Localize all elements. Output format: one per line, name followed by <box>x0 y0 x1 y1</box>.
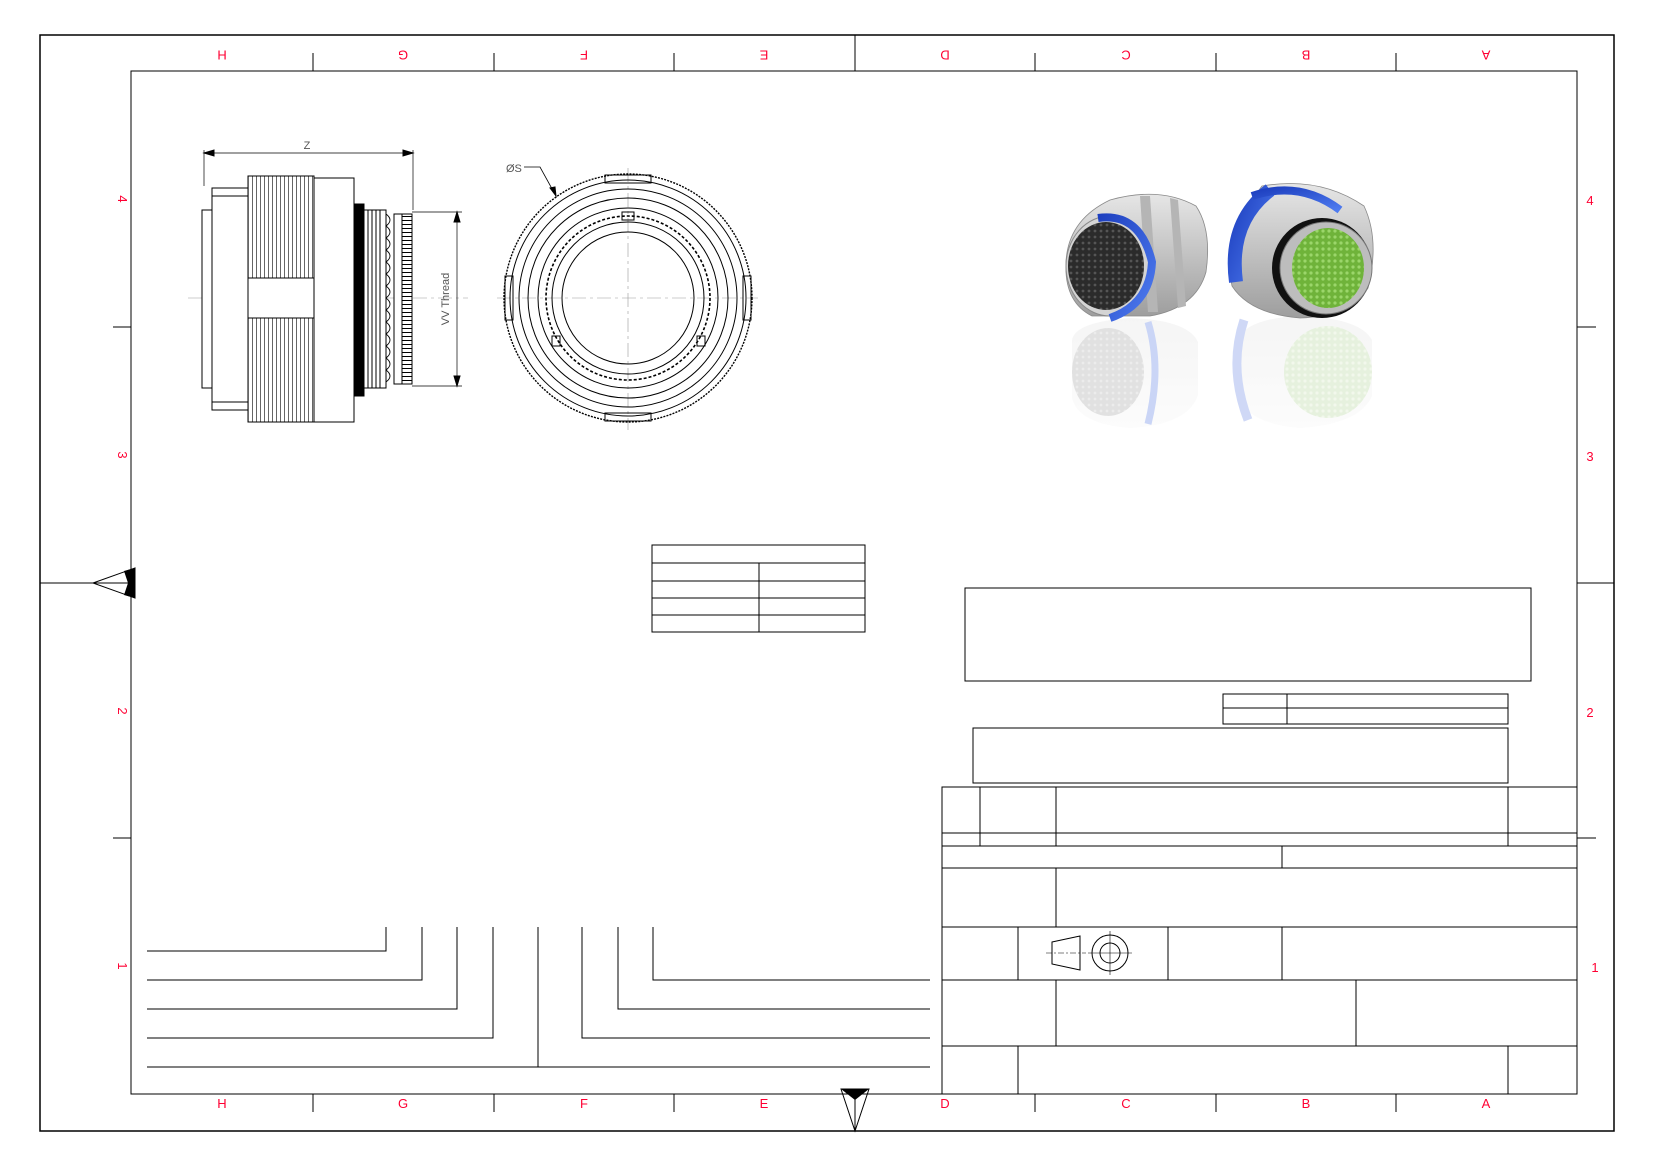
dimension-vv-thread: VV Thread <box>412 210 462 388</box>
zone-row-right-2: 2 <box>1586 705 1593 720</box>
connector-side-view: Z VV Thread <box>188 140 468 423</box>
zone-col-top-h: H <box>217 48 226 63</box>
notes-box <box>964 587 1532 682</box>
zone-row-right-1: 1 <box>1591 960 1598 975</box>
title-block <box>941 786 1578 1095</box>
dimension-diameter-s: ØS <box>506 163 557 198</box>
zone-col-bottom-f: F <box>580 1096 588 1111</box>
zone-row-left-4: 4 <box>115 195 130 202</box>
zone-row-left-2: 2 <box>115 707 130 714</box>
zone-col-top-b: B <box>1302 48 1311 63</box>
zone-col-top-c: C <box>1121 48 1130 63</box>
notes-area <box>964 587 1532 784</box>
zone-row-right-4: 4 <box>1586 193 1593 208</box>
zone-col-top-d: D <box>940 48 949 63</box>
third-angle-projection-icon <box>1046 931 1132 975</box>
zone-col-bottom-c: C <box>1121 1096 1130 1111</box>
connector-plug-reflection <box>1072 318 1198 428</box>
dimension-diameter-s-label: ØS <box>506 163 522 175</box>
dimension-table <box>651 544 866 633</box>
centering-triangle-icon <box>840 1088 870 1133</box>
connector-3d-render <box>1049 174 1391 432</box>
revision-mini-table <box>1222 693 1509 725</box>
zone-col-bottom-d: D <box>940 1096 949 1111</box>
zone-col-bottom-b: B <box>1302 1096 1311 1111</box>
centering-triangle-icon <box>91 567 136 599</box>
dimension-z-label: Z <box>304 140 311 152</box>
dimension-z: Z <box>202 140 415 210</box>
zone-col-bottom-h: H <box>217 1096 226 1111</box>
zone-col-bottom-e: E <box>760 1096 769 1111</box>
zone-col-top-g: G <box>398 48 408 63</box>
zone-row-left-3: 3 <box>115 451 130 458</box>
zone-col-bottom-g: G <box>398 1096 408 1111</box>
revision-leader-lines <box>147 927 930 1068</box>
dimension-vv-thread-label: VV Thread <box>440 273 452 325</box>
connector-receptacle-render <box>1227 183 1374 319</box>
connector-receptacle-reflection <box>1232 316 1372 428</box>
connector-plug-render <box>1065 193 1208 322</box>
zone-row-right-3: 3 <box>1586 449 1593 464</box>
thread-profile <box>385 213 391 383</box>
connector-front-view: ØS <box>497 163 758 430</box>
description-box <box>972 727 1509 784</box>
zone-col-top-f: F <box>580 48 588 63</box>
zone-col-top-a: A <box>1481 48 1490 63</box>
zone-col-top-e: E <box>759 48 768 63</box>
zone-labels: H G F E D C B A H G F E D C B A 4 3 2 1 … <box>115 48 1599 1111</box>
zone-row-left-1: 1 <box>115 962 130 969</box>
zone-col-bottom-a: A <box>1482 1096 1491 1111</box>
